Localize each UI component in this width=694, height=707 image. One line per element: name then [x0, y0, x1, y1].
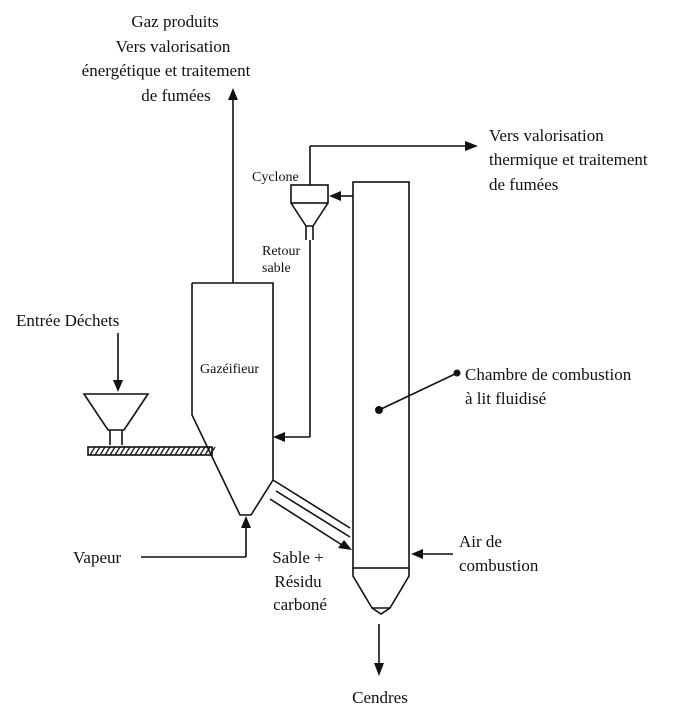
sand-return-label-line1: Retour	[262, 244, 300, 259]
thermal-output-label-line3: de fumées	[489, 175, 558, 194]
sand-return-arrow	[273, 240, 311, 442]
screw-hatch-mark	[104, 446, 111, 456]
waste-hopper	[82, 393, 150, 445]
steam-input-arrow	[141, 516, 251, 558]
screw-conveyor	[87, 446, 216, 456]
sand-residue-label-line1: Sable +	[272, 548, 324, 567]
screw-hatch-mark	[194, 446, 201, 456]
sand-residue-label-line3: carboné	[273, 595, 327, 614]
gasifier-vessel	[191, 282, 274, 516]
cyclone-label: Cyclone	[252, 170, 299, 185]
screw-hatch-mark	[89, 446, 96, 456]
screw-hatch-mark	[184, 446, 191, 456]
gasifier-label: Gazéifieur	[200, 362, 259, 377]
waste-input-label: Entrée Déchets	[16, 311, 119, 330]
combustion-air-arrow	[411, 549, 453, 559]
thermal-output-arrow	[309, 141, 478, 185]
gas-output-label-line3: énergétique et traitement	[82, 61, 251, 80]
thermal-output-label-line2: thermique et traitement	[489, 150, 648, 169]
combustion-to-cyclone-arrow	[329, 191, 353, 201]
screw-hatch-mark	[209, 446, 216, 456]
screw-hatch-mark	[119, 446, 126, 456]
ash-label: Cendres	[352, 688, 408, 707]
screw-hatch-mark	[114, 446, 121, 456]
screw-hatch-mark	[124, 446, 131, 456]
screw-hatch-mark	[189, 446, 196, 456]
screw-hatch-mark	[149, 446, 156, 456]
screw-hatch-mark	[144, 446, 151, 456]
screw-hatch-mark	[159, 446, 166, 456]
combustion-air-label-line1: Air de	[459, 532, 502, 551]
ash-output-arrow	[374, 624, 384, 676]
gas-output-label-line1: Gaz produits	[131, 12, 218, 31]
screw-hatch-mark	[134, 446, 141, 456]
sand-residue-transfer-pipe	[269, 479, 352, 550]
combustion-chamber	[352, 181, 410, 615]
screw-hatch-mark	[169, 446, 176, 456]
gas-output-arrow	[228, 88, 238, 283]
screw-hatch-mark	[139, 446, 146, 456]
screw-hatch-mark	[174, 446, 181, 456]
screw-hatch-mark	[154, 446, 161, 456]
screw-hatch-mark	[164, 446, 171, 456]
combustion-chamber-label-line1: Chambre de combustion	[465, 365, 632, 384]
screw-hatch-mark	[94, 446, 101, 456]
steam-label: Vapeur	[73, 548, 121, 567]
sand-return-label-line2: sable	[262, 261, 291, 276]
screw-hatch-mark	[99, 446, 106, 456]
screw-hatch-mark	[109, 446, 116, 456]
cyclone-shape	[290, 184, 329, 240]
gas-output-label-line4: de fumées	[141, 86, 210, 105]
gas-output-label-line2: Vers valorisation	[116, 37, 231, 56]
screw-hatch-mark	[179, 446, 186, 456]
screw-hatch-mark	[204, 446, 211, 456]
screw-hatch-mark	[199, 446, 206, 456]
sand-residue-label-line2: Résidu	[274, 572, 322, 591]
combustion-air-label-line2: combustion	[459, 556, 539, 575]
combustion-chamber-callout	[375, 369, 461, 414]
waste-input-arrow	[113, 333, 123, 392]
combustion-chamber-label-line2: à lit fluidisé	[465, 389, 546, 408]
screw-hatch-mark	[129, 446, 136, 456]
thermal-output-label-line1: Vers valorisation	[489, 126, 604, 145]
